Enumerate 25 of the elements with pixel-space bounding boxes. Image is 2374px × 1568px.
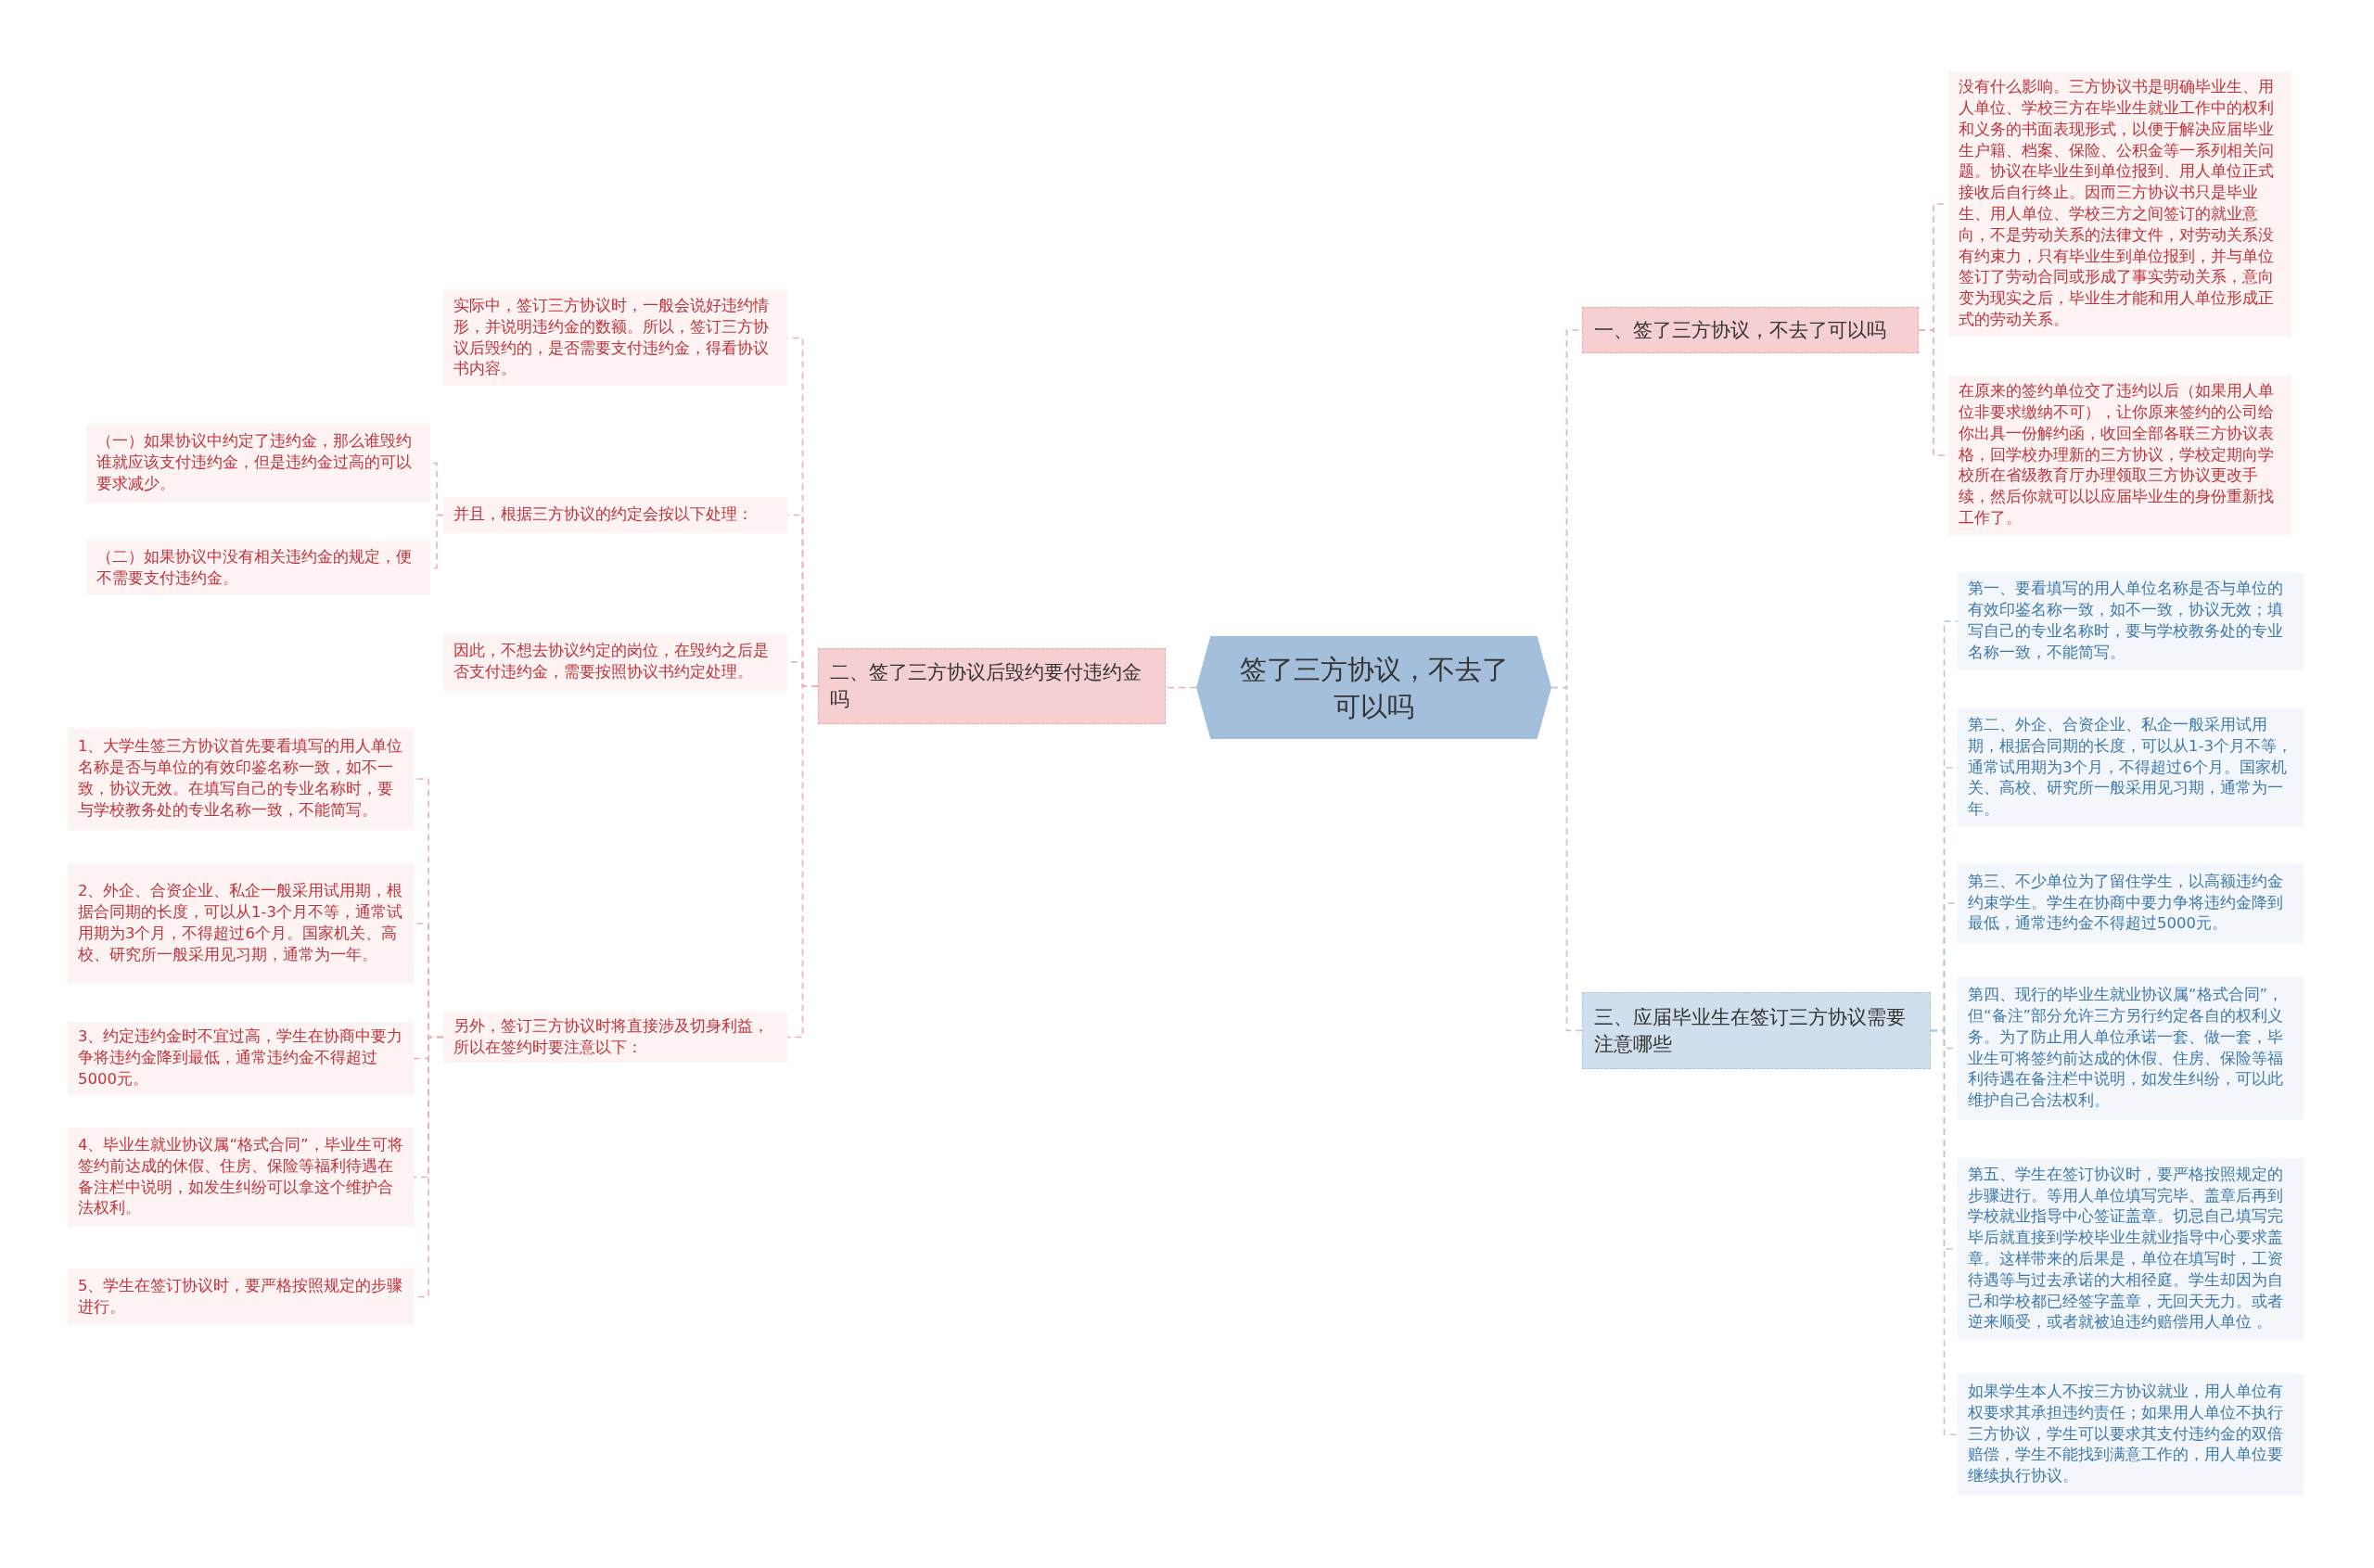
text-card: 4、毕业生就业协议属“格式合同”，毕业生可将签约前达成的休假、住房、保险等福利待遇在备注栏中说明，如发生纠纷可以拿这个维护合法权利。 [68, 1128, 414, 1227]
text-card: 第一、要看填写的用人单位名称是否与单位的有效印鉴名称一致，如不一致，协议无效；填写自己的专业名称时，要与学校教务处的专业名称一致，不能简写。 [1958, 572, 2304, 670]
text-card: （一）如果协议中约定了违约金，那么谁毁约谁就应该支付违约金，但是违约金过高的可以要求减少。 [86, 424, 430, 503]
text-card: （二）如果协议中没有相关违约金的规定，便不需要支付违约金。 [86, 541, 430, 595]
branch-box: 一、签了三方协议，不去了可以吗 [1582, 307, 1919, 353]
branch-box: 二、签了三方协议后毁约要付违约金吗 [818, 648, 1166, 724]
text-card: 因此，不想去协议约定的岗位，在毁约之后是否支付违约金，需要按照协议书约定处理。 [443, 633, 787, 691]
text-card: 并且，根据三方协议的约定会按以下处理： [443, 497, 787, 533]
text-card: 第五、学生在签订协议时，要严格按照规定的步骤进行。等用人单位填写完毕、盖章后再到学校就业指导中心签证盖章。切忌自己填写完毕后就直接到学校毕业生就业指导中心要求盖章。这样带来的后果是，单位在填写时，工资待遇等与过去承诺的大相径庭。学生却因为自己和学校都已经签字盖章，无回天无力。或者逆来顺受，或者就被迫违约赔偿用人单位 。 [1958, 1158, 2304, 1340]
text-card: 1、大学生签三方协议首先要看填写的用人单位名称是否与单位的有效印鉴名称一致，如不一致，协议无效。在填写自己的专业名称时，要与学校教务处的专业名称一致，不能简写。 [68, 728, 414, 830]
text-card: 如果学生本人不按三方协议就业，用人单位有权要求其承担违约责任；如果用人单位不执行三方协议，学生可以要求其支付违约金的双倍赔偿，学生不能找到满意工作的，用人单位要继续执行协议。 [1958, 1373, 2304, 1496]
connector-line [1165, 686, 1197, 689]
text-card: 2、外企、合资企业、私企一般采用试用期，根据合同期的长度，可以从1-3个月不等，通常试用期为3个月，不得超过6个月。国家机关、高校、研究所一般采用见习期，通常为一年。 [68, 863, 414, 984]
text-card: 第三、不少单位为了留住学生，以高额违约金约束学生。学生在协商中要力争将违约金降到最低，通常违约金不得超过5000元。 [1958, 863, 2304, 943]
central-topic-hexagon: 签了三方协议，不去了可以吗 [1196, 636, 1551, 739]
connector-line [1551, 686, 1583, 1032]
text-card: 另外，签订三方协议时将直接涉及切身利益，所以在签约时要注意以下： [443, 1012, 787, 1063]
text-card: 实际中，签订三方协议时，一般会说好违约情形，并说明违约金的数额。所以，签订三方协议后毁约的，是否需要支付违约金，得看协议书内容。 [443, 290, 787, 386]
text-card: 5、学生在签订协议时，要严格按照规定的步骤进行。 [68, 1268, 414, 1325]
text-card: 第四、现行的毕业生就业协议属“格式合同”，但“备注”部分允许三方另行约定各自的权利义务。为了防止用人单位承诺一套、做一套，毕业生可将签约前达成的休假、住房、保险等福利待遇在备注栏中说明，如发生纠纷，可以此维护自己合法权利。 [1958, 976, 2304, 1120]
text-card: 第二、外企、合资企业、私企一般采用试用期，根据合同期的长度，可以从1-3个月不等，通常试用期为3个月，不得超过6个月。国家机关、高校、研究所一般采用见习期，通常为一年。 [1958, 708, 2304, 827]
text-card: 没有什么影响。三方协议书是明确毕业生、用人单位、学校三方在毕业生就业工作中的权利和义务的书面表现形式，以便于解决应届毕业生户籍、档案、保险、公积金等一系列相关问题。协议在毕业生到单位报到、用人单位正式接收后自行终止。因而三方协议书只是毕业生、用人单位、学校三方之间签订的就业意向，不是劳动关系的法律文件，对劳动关系没有约束力，只有毕业生到单位报到，并与单位签订了劳动合同或形成了事实劳动关系，意向变为现实之后，毕业生才能和用人单位形成正式的劳动关系。 [1948, 71, 2291, 337]
branch-box: 三、应届毕业生在签订三方协议需要注意哪些 [1582, 992, 1931, 1069]
text-card: 3、约定违约金时不宜过高，学生在协商中要力争将违约金降到最低，通常违约金不得超过5000元。 [68, 1022, 414, 1095]
text-card: 在原来的签约单位交了违约以后（如果用人单位非要求缴纳不可），让你原来签约的公司给你出具一份解约函，收回全部各联三方协议表格，回学校办理新的三方协议，学校定期向学校所在省级教育厅办理领取三方协议更改手续，然后你就可以以应届毕业生的身份重新找工作了。 [1948, 376, 2291, 535]
